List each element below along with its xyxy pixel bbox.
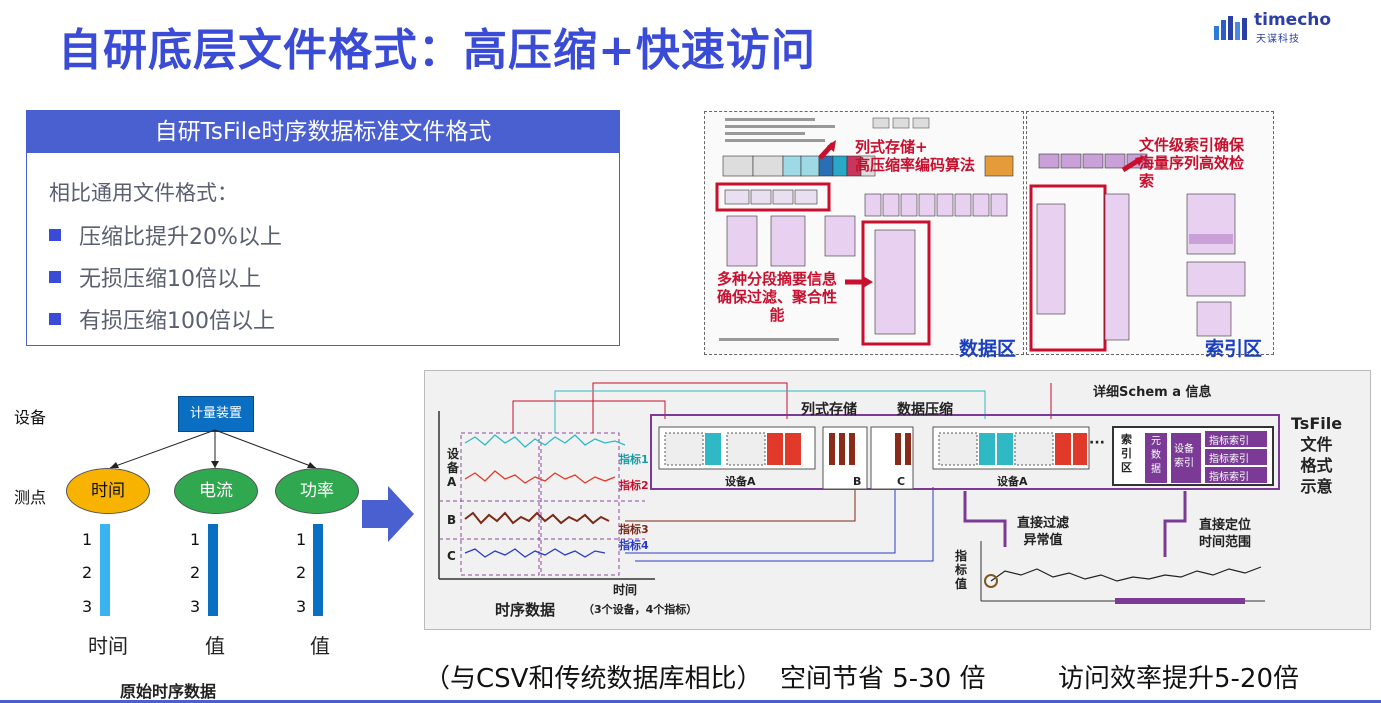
bullet-item: 压缩比提升20%以上 [49,219,282,251]
column-label-value: 值 [310,634,330,658]
row-number: 1 [190,530,201,549]
data-zone-document: 列式存储+ 高压缩率编码算法 多种分段摘要信息 确保过滤、聚合性 能 数据区 [704,111,1024,360]
row-number: 2 [82,563,93,582]
metric-label: 指标3 [619,523,649,536]
page-title: 自研底层文件格式：高压缩+快速访问 [58,25,816,76]
metric-label: 指标1 [619,453,649,466]
metric-index-label: 指标索引 [1209,454,1249,465]
schema-label: 详细Schem a 信息 [1093,385,1212,400]
access-speedup: 访问效率提升5-20倍 [1058,664,1300,694]
compress-label: 数据压缩 [897,402,953,418]
block-label-c: C [897,475,906,488]
filter-note: 直接过滤 异常值 [1017,516,1070,548]
row-number: 1 [82,530,93,549]
tsfile-panel: 自研TsFile时序数据标准文件格式 相比通用文件格式： 压缩比提升20%以上 … [26,110,620,346]
row-number: 3 [82,597,93,616]
point-node-power: 功率 [275,468,359,514]
logo-word: timecho [1254,10,1332,30]
series-caption-sub: （3个设备，4个指标） [583,603,698,616]
time-column-bar [100,524,110,616]
logo-subtitle: 天谋科技 [1256,34,1300,45]
block-label-device-a: 设备A [725,475,756,488]
series-caption: 时序数据 [495,601,556,619]
x-axis-label: 时间 [613,583,638,597]
space-saving: 空间节省 5-30 倍 [780,664,986,694]
tree-caption: 原始时序数据 [120,682,217,701]
row-number: 2 [296,563,307,582]
column-store-label: 列式存储 [801,402,857,418]
block-label-b: B [853,475,862,488]
metric-label: 指标4 [619,539,649,552]
tree-edges [109,429,317,469]
metric-axis-label: 指 标 值 [955,549,968,591]
bullet-square-icon [49,313,61,325]
bullet-text: 有损压缩100倍以上 [79,309,275,334]
timecho-logo: timecho 天谋科技 [1214,8,1364,45]
tsfile-diagram: 设 备 A B C 指标1 指标2 指标3 指标4 时间 时序数据 （3个设备，… [424,370,1371,630]
point-node-time: 时间 [66,468,150,514]
index-zone-document: 文件级索引确保 海量序列高效检 索 索引区 [1026,111,1274,360]
axis-label-device-a: 设 备 A [447,447,460,489]
axis-label-device-c: C [447,549,456,563]
right-arrow-icon [362,486,414,542]
panel-header: 自研TsFile时序数据标准文件格式 [27,111,619,153]
row-number: 3 [190,597,201,616]
current-column-bar [208,524,218,616]
column-label-value: 值 [205,634,225,658]
ellipsis: ··· [1089,435,1105,451]
index-area-label: 索 引 区 [1121,433,1132,474]
power-column-bar [313,524,323,616]
row-number: 3 [296,597,307,616]
zone-label-data: 数据区 [959,338,1017,360]
bullet-text: 压缩比提升20%以上 [79,225,282,250]
axis-label-device-b: B [447,513,457,527]
device-node: 计量装置 [178,396,254,432]
tsfile-label: TsFile 文件 格式 示意 [1291,414,1343,496]
index-zone-figure [1029,153,1246,352]
logo-icon [1214,16,1247,40]
bullet-item: 有损压缩100倍以上 [49,303,275,335]
bullet-square-icon [49,271,61,283]
note-column-storage: 列式存储+ 高压缩率编码算法 [855,138,976,174]
device-index-label: 设备 索引 [1174,444,1194,469]
metric-label: 指标2 [619,479,649,492]
bullet-item: 无损压缩10倍以上 [49,261,261,293]
metadata-label: 元 数 据 [1151,436,1161,475]
note-summary: 多种分段摘要信息 确保过滤、聚合性 能 [717,270,838,324]
row-number: 2 [190,563,201,582]
bullet-square-icon [49,229,61,241]
locate-note: 直接定位 时间范围 [1199,518,1252,550]
row-label-point: 测点 [14,488,47,507]
tsfile-diagram-figure [438,382,1280,604]
note-index: 文件级索引确保 海量序列高效检 索 [1139,136,1245,190]
metric-index-label: 指标索引 [1209,436,1249,447]
metric-index-label: 指标索引 [1209,472,1249,483]
compare-note: （与CSV和传统数据库相比） [424,664,763,694]
data-zone-figure [715,117,1014,346]
row-label-device: 设备 [14,408,47,427]
footer-line [0,700,1381,703]
panel-subtitle: 相比通用文件格式： [49,181,238,205]
column-label-time: 时间 [88,634,128,658]
bullet-text: 无损压缩10倍以上 [79,267,261,292]
zone-label-index: 索引区 [1205,338,1263,360]
point-node-current: 电流 [174,468,258,514]
block-label-device-a-2: 设备A [997,475,1028,488]
row-number: 1 [296,530,307,549]
